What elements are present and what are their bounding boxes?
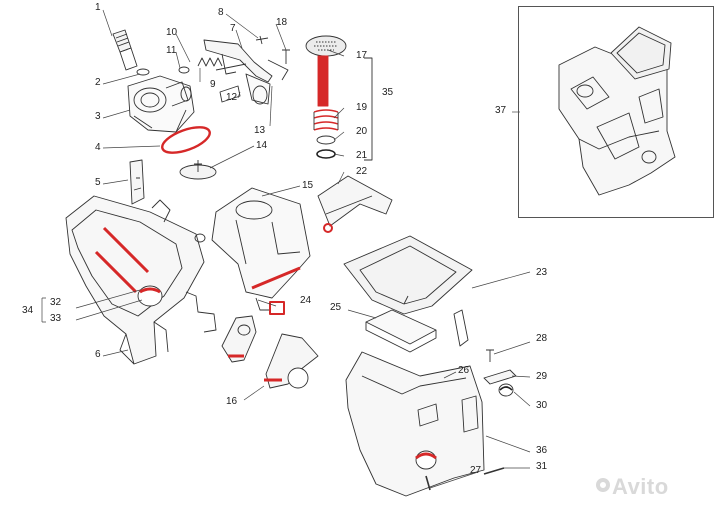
- part-17-shower-screen: [305, 35, 347, 107]
- callout-26: 26: [458, 365, 470, 376]
- callout-3: 3: [95, 111, 101, 122]
- part-29-clip: [483, 369, 517, 385]
- callout-33: 33: [50, 313, 62, 324]
- part-6-main-frame: [65, 195, 217, 365]
- callout-37: 37: [495, 105, 507, 116]
- part-16-lever: [221, 315, 319, 389]
- callout-36: 36: [536, 445, 548, 456]
- callout-5: 5: [95, 177, 101, 188]
- group-35-bracket: [364, 57, 373, 161]
- callout-23: 23: [536, 267, 548, 278]
- part-27-screw: [425, 475, 431, 491]
- callout-35: 35: [382, 87, 394, 98]
- part-2-o-ring: [136, 68, 150, 76]
- part-36-side-frame: [345, 351, 485, 497]
- callout-9: 9: [210, 79, 216, 90]
- callout-12: 12: [226, 92, 238, 103]
- part-8-screw: [255, 35, 269, 45]
- part-25-tray: [365, 309, 469, 353]
- part-1-valve-stem: [112, 29, 138, 71]
- callout-29: 29: [536, 371, 548, 382]
- part-30-spring: [498, 383, 514, 397]
- part-23-funnel: [343, 235, 473, 315]
- callout-32: 32: [50, 297, 62, 308]
- part-37-assembly: [558, 26, 676, 196]
- watermark: Avito: [612, 474, 669, 499]
- callout-6: 6: [95, 349, 101, 360]
- callout-16: 16: [226, 396, 238, 407]
- part-24-block: [269, 301, 285, 315]
- callout-10: 10: [166, 27, 178, 38]
- callout-15: 15: [302, 180, 314, 191]
- avito-logo-icon: [596, 478, 610, 492]
- part-31-screw: [483, 467, 505, 475]
- callout-18: 18: [276, 17, 288, 28]
- callout-30: 30: [536, 400, 548, 411]
- leader-lines: [75, 9, 531, 489]
- part-21-washer: [316, 149, 336, 159]
- callout-14: 14: [256, 140, 268, 151]
- part-28-screw: [486, 349, 494, 362]
- callout-31: 31: [536, 461, 548, 472]
- part-18-screw: [282, 49, 290, 64]
- part-15-brew-block: [211, 187, 311, 311]
- part-9-spring: [197, 57, 223, 67]
- part-4-gasket: [161, 126, 211, 154]
- group-34-bracket: [41, 297, 46, 323]
- callout-24: 24: [300, 295, 312, 306]
- callout-11: 11: [166, 45, 177, 56]
- part-11-ring: [178, 66, 190, 74]
- callout-20: 20: [356, 126, 368, 137]
- part-22-lever-bracket: [317, 175, 393, 233]
- callout-27: 27: [470, 465, 482, 476]
- callout-21: 21: [356, 150, 368, 161]
- callout-8: 8: [218, 7, 224, 18]
- part-14-disc: [179, 160, 217, 180]
- callout-34: 34: [22, 305, 34, 316]
- callout-2: 2: [95, 77, 101, 88]
- callout-1: 1: [95, 2, 101, 13]
- callout-25: 25: [330, 302, 342, 313]
- callout-19: 19: [356, 102, 368, 113]
- callout-17: 17: [356, 50, 368, 61]
- callout-13: 13: [254, 125, 266, 136]
- inset-part-37: [518, 6, 714, 218]
- part-7-linkage-arm: [203, 39, 289, 105]
- part-20-o-ring: [316, 135, 336, 145]
- part-5-bracket: [129, 159, 145, 205]
- part-3-valve-body: [127, 75, 195, 133]
- callout-28: 28: [536, 333, 548, 344]
- part-12-pin: [219, 85, 241, 103]
- callout-7: 7: [230, 23, 236, 34]
- part-19-spring: [313, 109, 339, 131]
- callout-22: 22: [356, 166, 368, 177]
- callout-4: 4: [95, 142, 101, 153]
